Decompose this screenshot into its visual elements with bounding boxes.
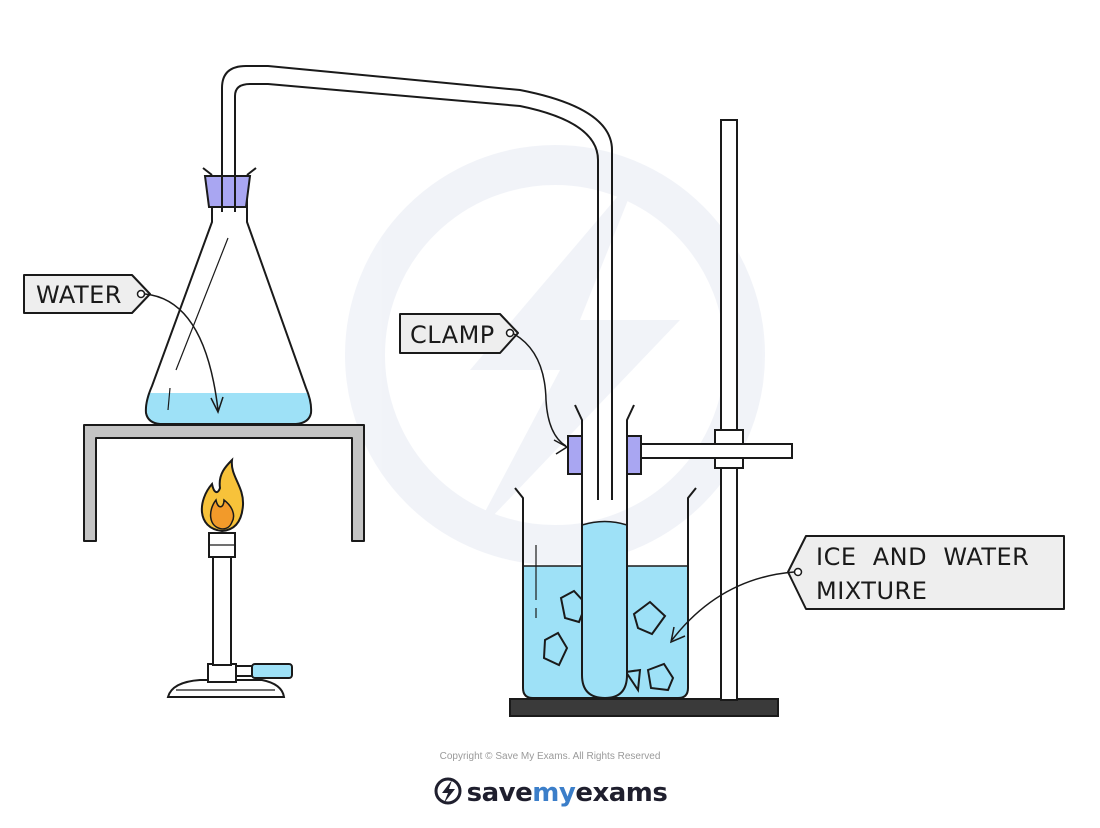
delivery-tube (221, 65, 613, 500)
clamp-label: CLAMP (399, 313, 569, 455)
ice-water-label-line1: ICE AND WATER (816, 543, 1029, 571)
clamp (567, 435, 642, 475)
tripod-stand (83, 424, 365, 542)
retort-stand (509, 119, 793, 717)
ice-cubes (542, 589, 675, 693)
clamp-label-text: CLAMP (410, 321, 495, 349)
flask-stopper (203, 175, 252, 208)
lightning-watermark-icon (345, 145, 765, 565)
bunsen-burner (166, 532, 293, 698)
conical-flask (144, 167, 313, 425)
water-label: WATER (23, 274, 224, 414)
flame (200, 457, 245, 533)
save-my-exams-logo-icon (433, 776, 463, 813)
brand-word-exams: exams (575, 778, 668, 808)
ice-water-label: ICE AND WATER MIXTURE (669, 535, 1065, 644)
brand-logo: savemyexams (0, 776, 1100, 813)
water-label-text: WATER (36, 281, 122, 309)
brand-word-save: save (466, 778, 533, 808)
copyright-text: Copyright © Save My Exams. All Rights Re… (439, 751, 661, 762)
test-tube (574, 404, 635, 699)
ice-water-label-line2: MIXTURE (816, 577, 927, 605)
brand-word-my: my (532, 778, 576, 808)
